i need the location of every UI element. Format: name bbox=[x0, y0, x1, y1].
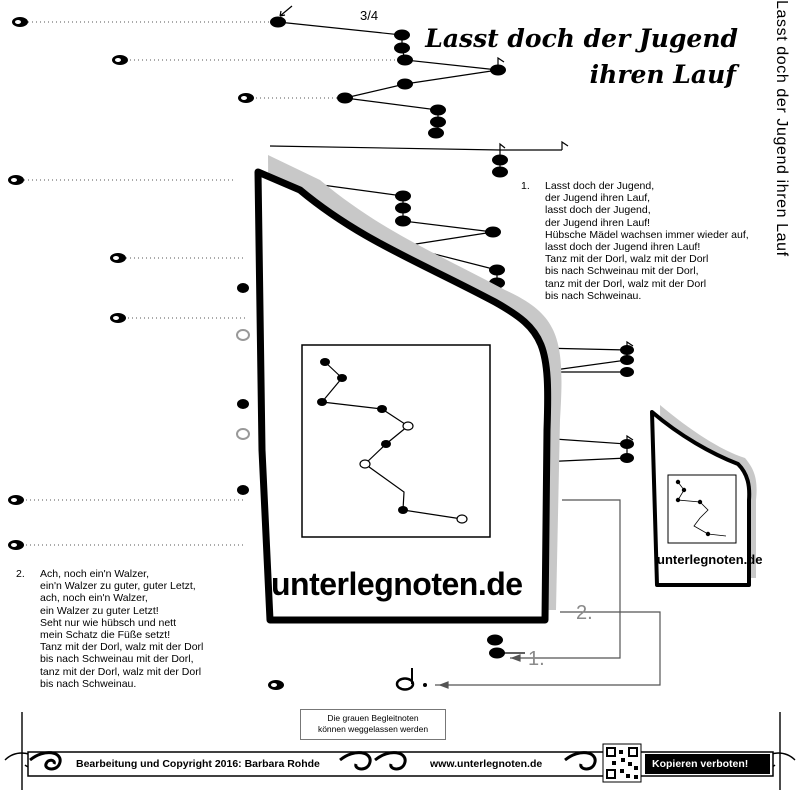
info-line: Die grauen Begleitnoten bbox=[327, 713, 419, 723]
verse-line: bis nach Schweinau mit der Dorl, bbox=[545, 265, 699, 278]
verse-number: 2. bbox=[16, 568, 25, 580]
verse-line: ach, noch ein'n Walzer, bbox=[40, 592, 148, 605]
verse-2: 2. Ach, noch ein'n Walzer, ein'n Walzer … bbox=[16, 568, 203, 690]
grey-notes-info-box: Die grauen Begleitnoten können weggelass… bbox=[300, 709, 446, 740]
verse-line: Hübsche Mädel wachsen immer wieder auf, bbox=[545, 228, 749, 241]
repeat-mark-first: 1. bbox=[528, 648, 545, 670]
verse-line: bis nach Schweinau mit der Dorl, bbox=[40, 653, 194, 666]
time-signature: 3/4 bbox=[360, 8, 379, 23]
repeat-mark-second: 2. bbox=[576, 602, 593, 624]
verse-line: Tanz mit der Dorl, walz mit der Dorl bbox=[40, 641, 204, 654]
verse-line: tanz mit der Dorl, walz mit der Dorl bbox=[40, 665, 202, 678]
qr-code-icon bbox=[602, 743, 642, 783]
logo-text-large: unterlegnoten.de bbox=[271, 566, 523, 602]
note-heads bbox=[237, 16, 634, 659]
side-title: Lasst doch der Jugend ihren Lauf bbox=[773, 0, 790, 257]
copy-notice: Kopieren verboten! bbox=[652, 758, 749, 770]
verse-line: Tanz mit der Dorl, walz mit der Dorl bbox=[545, 253, 709, 266]
verse-line: Seht nur wie hübsch und nett bbox=[40, 616, 177, 629]
repeat-brackets bbox=[435, 499, 661, 689]
row-guides bbox=[18, 21, 400, 546]
logo-text-small: unterlegnoten.de bbox=[657, 552, 763, 567]
half-note-icon bbox=[395, 668, 427, 691]
hollow-grey-note-icons bbox=[236, 329, 250, 440]
verse-line: lasst doch der Jugend, bbox=[545, 204, 651, 217]
verse-line: bis nach Schweinau. bbox=[545, 289, 642, 302]
verse-line: ein Walzer zu guter Letzt! bbox=[40, 604, 159, 617]
verse-line: tanz mit der Dorl, walz mit der Dorl bbox=[545, 277, 707, 290]
footer-website-link[interactable]: www.unterlegnoten.de bbox=[430, 758, 543, 770]
verse-line: lasst doch der Jugend ihren Lauf! bbox=[545, 241, 701, 254]
info-line: können weggelassen werden bbox=[317, 724, 429, 734]
logo-frame-small bbox=[650, 405, 757, 587]
page-title-line2: ihren Lauf bbox=[589, 60, 736, 89]
verse-1: 1. Lasst doch der Jugend, der Jugend ihr… bbox=[521, 180, 749, 302]
verse-line: der Jugend ihren Lauf, bbox=[545, 192, 651, 205]
logo-frame-large bbox=[254, 155, 562, 624]
verse-line: Lasst doch der Jugend, bbox=[545, 180, 655, 192]
verse-line: ein'n Walzer zu guter, guter Letzt, bbox=[40, 580, 196, 593]
verse-line: bis nach Schweinau. bbox=[40, 677, 137, 690]
verse-line: mein Schatz die Füße setzt! bbox=[40, 629, 171, 642]
verse-number: 1. bbox=[521, 180, 530, 192]
page-title: Lasst doch der Jugend bbox=[425, 24, 738, 53]
verse-line: Ach, noch ein'n Walzer, bbox=[40, 568, 150, 580]
footer-credit: Bearbeitung und Copyright 2016: Barbara … bbox=[76, 758, 320, 770]
verse-line: der Jugend ihren Lauf! bbox=[545, 216, 651, 229]
